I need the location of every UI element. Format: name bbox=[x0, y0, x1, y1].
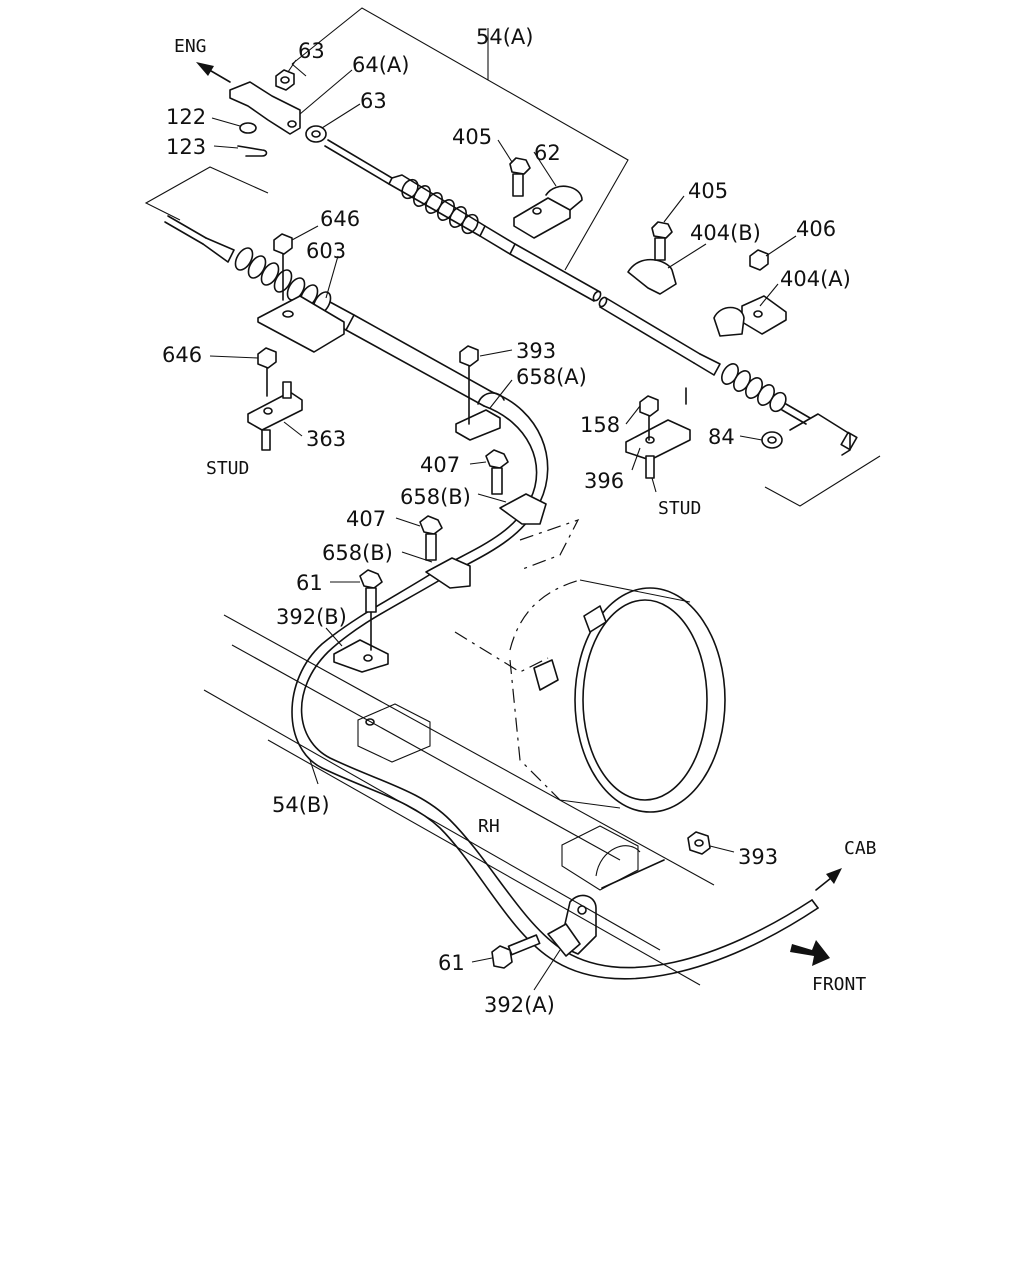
label-cab: CAB bbox=[844, 838, 877, 859]
label-61-lower: 61 bbox=[438, 951, 465, 975]
label-393-upper: 393 bbox=[516, 339, 556, 363]
label-stud-left: STUD bbox=[206, 458, 249, 479]
label-363: 363 bbox=[306, 427, 346, 451]
label-658b-lower: 658(B) bbox=[322, 541, 393, 565]
label-stud-right: STUD bbox=[658, 498, 701, 519]
label-63-mid: 63 bbox=[360, 89, 387, 113]
label-658a: 658(A) bbox=[516, 365, 587, 389]
label-392b: 392(B) bbox=[276, 605, 347, 629]
label-406: 406 bbox=[796, 217, 836, 241]
label-61-upper: 61 bbox=[296, 571, 323, 595]
right-frame bbox=[764, 455, 881, 507]
label-123: 123 bbox=[166, 135, 206, 159]
label-405-upper: 405 bbox=[452, 125, 492, 149]
label-392a: 392(A) bbox=[484, 993, 555, 1017]
label-393-lower: 393 bbox=[738, 845, 778, 869]
label-396: 396 bbox=[584, 469, 624, 493]
chassis bbox=[203, 518, 726, 986]
cable-54a-frame bbox=[291, 7, 629, 271]
part-labels: ENG 63 54(A) 64(A) 63 122 123 405 62 405… bbox=[162, 25, 877, 1017]
label-404a: 404(A) bbox=[780, 267, 851, 291]
cable-54a bbox=[324, 139, 858, 456]
label-404b: 404(B) bbox=[690, 221, 761, 245]
label-646-lower: 646 bbox=[162, 343, 202, 367]
label-405-right: 405 bbox=[688, 179, 728, 203]
label-407-lower: 407 bbox=[346, 507, 386, 531]
label-658b-upper: 658(B) bbox=[400, 485, 471, 509]
label-158: 158 bbox=[580, 413, 620, 437]
label-54b: 54(B) bbox=[272, 793, 330, 817]
label-646-upper: 646 bbox=[320, 207, 360, 231]
label-63-top: 63 bbox=[298, 39, 325, 63]
label-84: 84 bbox=[708, 425, 735, 449]
label-603: 603 bbox=[306, 239, 346, 263]
cable-603-frame bbox=[144, 166, 269, 221]
direction-arrows bbox=[196, 62, 842, 966]
label-rh: RH bbox=[478, 816, 500, 837]
brackets bbox=[229, 81, 787, 957]
label-front: FRONT bbox=[812, 974, 866, 995]
label-eng: ENG bbox=[174, 36, 207, 57]
label-407-upper: 407 bbox=[420, 453, 460, 477]
label-122: 122 bbox=[166, 105, 206, 129]
label-54a: 54(A) bbox=[476, 25, 533, 49]
fasteners bbox=[237, 69, 783, 969]
label-64a: 64(A) bbox=[352, 53, 409, 77]
label-62: 62 bbox=[534, 141, 561, 165]
leader-lines bbox=[209, 28, 797, 991]
